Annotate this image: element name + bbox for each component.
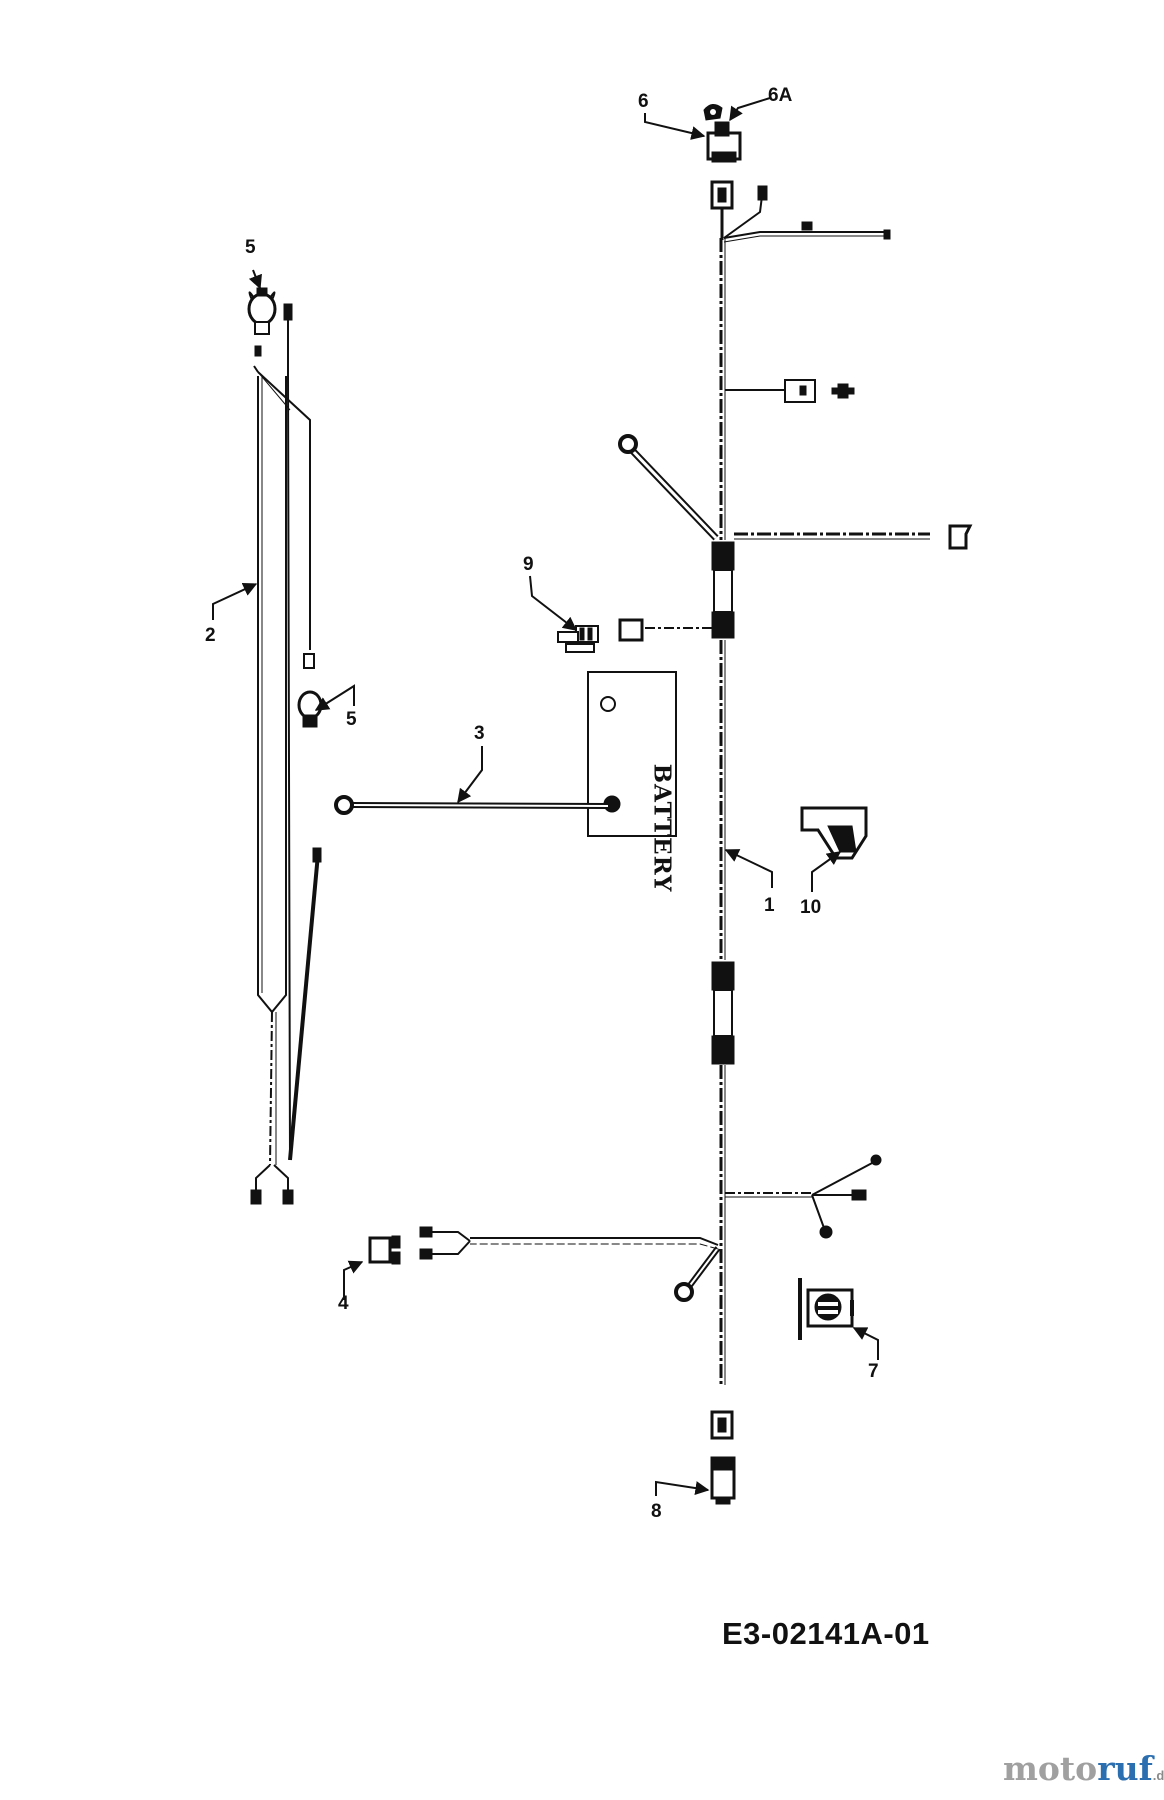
starter-relay (798, 1278, 854, 1340)
battery-label: BATTERY (648, 763, 676, 893)
callout-9: 9 (523, 554, 534, 575)
watermark-part1: moto (1003, 1749, 1098, 1788)
seat-switch (800, 806, 868, 860)
callout-7: 7 (868, 1361, 879, 1382)
callout-4: 4 (338, 1293, 349, 1314)
callout-5-mid: 5 (346, 709, 357, 730)
main-wiring-harness (368, 180, 973, 1440)
watermark-part2: ruf (1097, 1749, 1153, 1788)
watermark-suffix: .de (1152, 1768, 1164, 1783)
diagram-code: E3-02141A-01 (722, 1616, 930, 1651)
callout-2: 2 (205, 625, 216, 646)
callout-3: 3 (474, 723, 485, 744)
battery-cable (334, 795, 609, 815)
motoruf-watermark: motoruf.de (1003, 1752, 1164, 1785)
ignition-switch (703, 104, 742, 163)
callout-1: 1 (764, 895, 775, 916)
callout-6a: 6A (768, 85, 793, 106)
headlight-bulb-top (247, 287, 277, 357)
callout-5-top: 5 (245, 237, 256, 258)
battery (587, 671, 677, 837)
callout-8: 8 (651, 1501, 662, 1522)
callout-6: 6 (638, 91, 649, 112)
headlight-harness (250, 303, 322, 1205)
callout-leaders (212, 97, 879, 1496)
callout-10: 10 (800, 897, 822, 918)
bottom-switch (710, 1456, 736, 1505)
